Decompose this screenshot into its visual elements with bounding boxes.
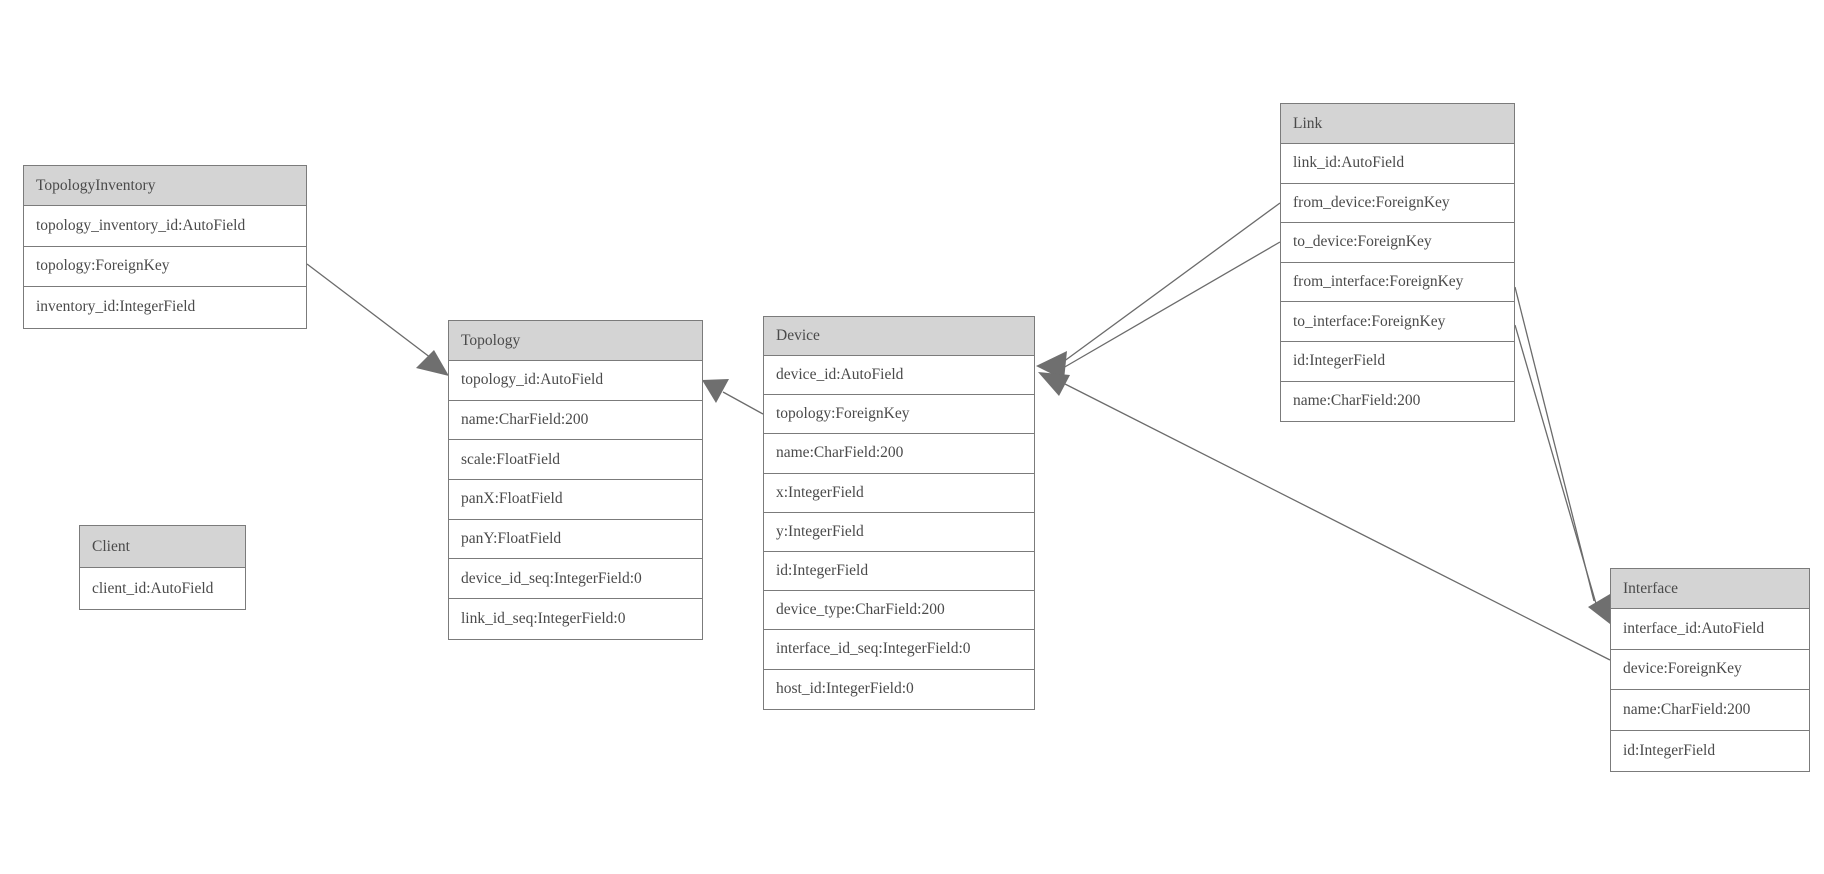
edge-device-topology — [722, 391, 764, 415]
field-row: device_id:AutoField — [764, 356, 1034, 396]
field-row: device_type:CharField:200 — [764, 591, 1034, 631]
edge-link-frominterface-interface — [1514, 286, 1595, 602]
field-row: interface_id:AutoField — [1611, 609, 1809, 650]
field-row: inventory_id:IntegerField — [24, 287, 306, 328]
edge-interface-device — [1064, 383, 1611, 661]
field-row: scale:FloatField — [449, 440, 702, 481]
edge-link-todevice-device — [1062, 241, 1281, 369]
table-topology[interactable]: Topology topology_id:AutoField name:Char… — [448, 320, 703, 640]
table-client-header: Client — [80, 526, 245, 568]
field-row: device_id_seq:IntegerField:0 — [449, 559, 702, 600]
table-interface-header: Interface — [1611, 569, 1809, 609]
table-interface[interactable]: Interface interface_id:AutoField device:… — [1610, 568, 1810, 772]
field-row: panX:FloatField — [449, 480, 702, 520]
field-row: name:CharField:200 — [1281, 381, 1514, 422]
field-row: interface_id_seq:IntegerField:0 — [764, 630, 1034, 670]
field-row: host_id:IntegerField:0 — [764, 669, 1034, 709]
field-row: name:CharField:200 — [449, 400, 702, 441]
arrowhead-into-device-lower — [1038, 372, 1070, 396]
arrowhead-into-topology-right — [702, 379, 729, 403]
table-link[interactable]: Link link_id:AutoField from_device:Forei… — [1280, 103, 1515, 423]
field-row: name:CharField:200 — [1611, 690, 1809, 731]
field-row: topology_id:AutoField — [449, 361, 702, 401]
field-row: y:IntegerField — [764, 512, 1034, 552]
field-row: from_interface:ForeignKey — [1281, 262, 1514, 303]
field-row: client_id:AutoField — [80, 568, 245, 609]
field-row: id:IntegerField — [764, 551, 1034, 592]
edge-link-tointerface-interface — [1514, 324, 1598, 608]
arrowhead-into-topology-left — [416, 350, 449, 376]
field-row: from_device:ForeignKey — [1281, 183, 1514, 224]
field-row: id:IntegerField — [1611, 730, 1809, 771]
field-row: link_id:AutoField — [1281, 144, 1514, 184]
table-topology-header: Topology — [449, 321, 702, 361]
field-row: to_interface:ForeignKey — [1281, 302, 1514, 342]
table-client[interactable]: Client client_id:AutoField — [79, 525, 246, 610]
edge-link-fromdevice-device — [1062, 202, 1281, 363]
field-row: panY:FloatField — [449, 519, 702, 560]
edge-topologyinventory-topology — [306, 263, 432, 359]
table-topologyinventory-header: TopologyInventory — [24, 166, 306, 206]
field-row: topology:ForeignKey — [24, 246, 306, 287]
table-topologyinventory[interactable]: TopologyInventory topology_inventory_id:… — [23, 165, 307, 329]
field-row: x:IntegerField — [764, 473, 1034, 513]
table-device-header: Device — [764, 317, 1034, 356]
arrowhead-into-interface — [1588, 594, 1610, 624]
table-link-header: Link — [1281, 104, 1514, 144]
field-row: to_device:ForeignKey — [1281, 223, 1514, 263]
field-row: name:CharField:200 — [764, 434, 1034, 474]
arrowhead-into-device-upper — [1036, 351, 1067, 380]
field-row: topology_inventory_id:AutoField — [24, 206, 306, 247]
field-row: device:ForeignKey — [1611, 649, 1809, 690]
field-row: id:IntegerField — [1281, 341, 1514, 382]
field-row: link_id_seq:IntegerField:0 — [449, 599, 702, 639]
field-row: topology:ForeignKey — [764, 395, 1034, 435]
table-device[interactable]: Device device_id:AutoField topology:Fore… — [763, 316, 1035, 710]
